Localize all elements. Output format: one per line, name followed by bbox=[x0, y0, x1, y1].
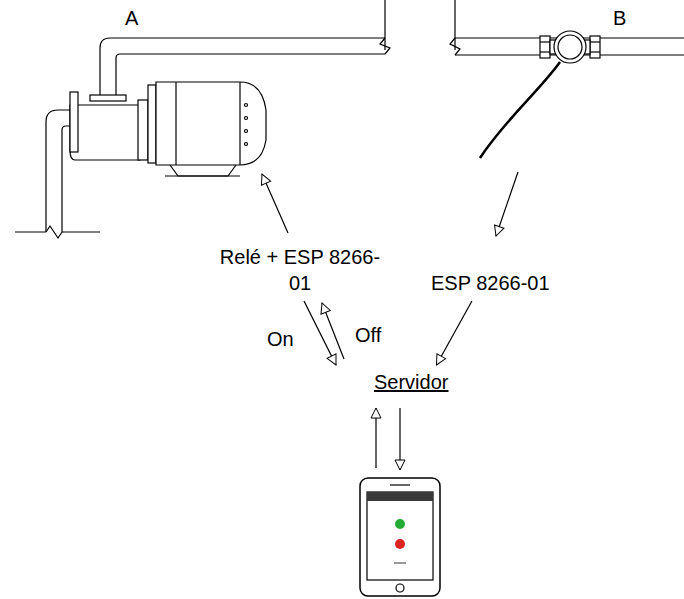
pipe-break bbox=[450, 38, 460, 55]
text-node: ESP 8266-01 bbox=[429, 270, 552, 296]
connector-arrow bbox=[322, 303, 344, 359]
text-node: Servidor bbox=[372, 369, 450, 395]
connector-arrow bbox=[304, 301, 336, 365]
flow-sensor bbox=[540, 31, 600, 63]
phone-arrow bbox=[375, 408, 376, 468]
node-text: ESP 8266-01 bbox=[431, 270, 550, 296]
node-text: Servidor bbox=[374, 369, 448, 395]
ground-line bbox=[15, 231, 100, 232]
wall-line bbox=[384, 0, 385, 50]
pipe bbox=[62, 126, 70, 232]
phone-arrow bbox=[399, 408, 400, 470]
sensor-cable bbox=[480, 62, 560, 158]
connector-arrow bbox=[436, 301, 471, 365]
control-arrow bbox=[262, 174, 288, 233]
pump bbox=[70, 82, 266, 176]
text-node: Relé + ESP 8266-01 bbox=[213, 244, 387, 296]
wall-line bbox=[454, 0, 455, 50]
pipe bbox=[46, 110, 70, 232]
edge-label: Off bbox=[354, 323, 382, 347]
node-text: Relé + ESP 8266-01 bbox=[215, 244, 385, 296]
callout-letter: B bbox=[612, 6, 627, 30]
smartphone bbox=[360, 478, 440, 596]
callout-letter: A bbox=[124, 6, 139, 30]
signal-arrow bbox=[496, 172, 518, 236]
edge-label: On bbox=[266, 327, 295, 351]
pipe-break bbox=[46, 226, 62, 238]
pipe-break bbox=[380, 38, 390, 54]
